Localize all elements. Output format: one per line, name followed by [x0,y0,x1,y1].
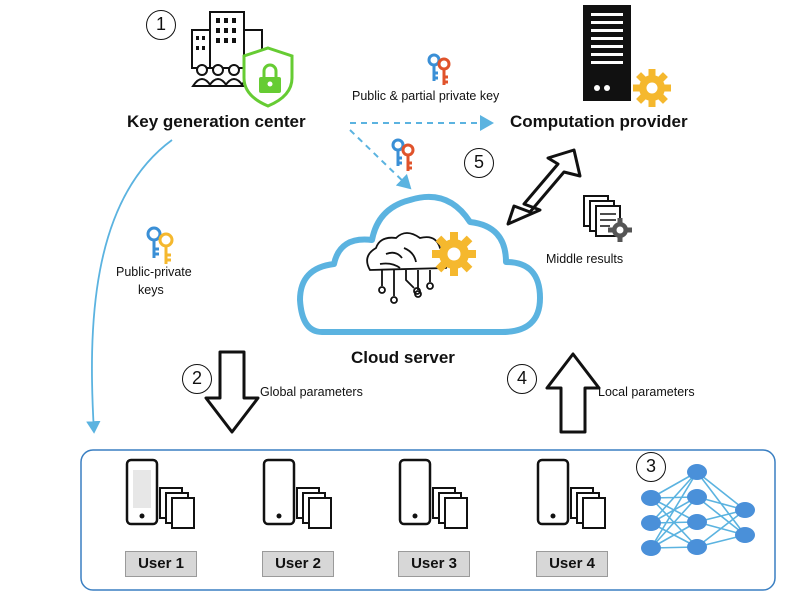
double-arrow [506,148,582,226]
keys-label: keys [138,283,164,297]
kgc-label: Key generation center [127,112,306,131]
key-icon [391,138,415,171]
documents-icon [159,487,606,529]
phone-icon [125,458,570,526]
user-3-label: User 3 [398,551,470,577]
server-icon [583,5,631,101]
key-icon [427,53,451,85]
edge-kgc-to-users [86,139,173,434]
gear-icon [432,232,476,276]
gear-icon [608,218,632,242]
down-arrow [204,350,260,434]
step-2-marker: 2 [182,364,212,394]
user-4-label: User 4 [536,551,608,577]
step-4-marker: 4 [507,364,537,394]
neural-network-icon [641,464,755,556]
public-private-label: Public-private [116,265,192,279]
step-3-marker: 3 [636,452,666,482]
step-1-marker: 1 [146,10,176,40]
step-5-marker: 5 [464,148,494,178]
edge-kgc-to-cloud [349,129,412,190]
middle-results-label: Middle results [546,252,624,266]
user-2-label: User 2 [262,551,334,577]
up-arrow [545,352,601,434]
cloud-icon [297,193,543,335]
cp-label: Computation provider [510,112,688,131]
gear-icon [633,69,671,107]
cloud-label: Cloud server [351,348,455,367]
global-parameters-label: Global parameters [260,385,363,399]
key-icon [146,226,174,264]
shield-lock-icon [242,46,294,108]
user-1-label: User 1 [125,551,197,577]
public-partial-key-label: Public & partial private key [352,89,500,103]
local-parameters-label: Local parameters [598,385,695,399]
